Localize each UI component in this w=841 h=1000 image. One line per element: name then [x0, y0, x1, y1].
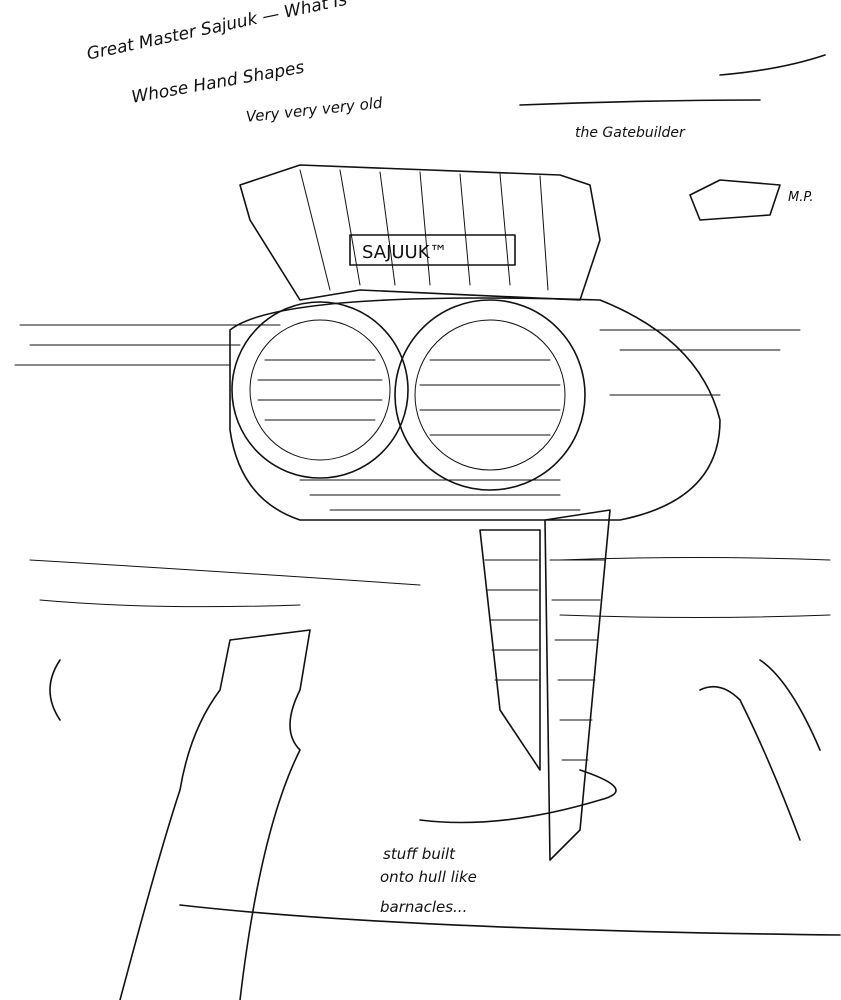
right-engine — [394, 299, 586, 491]
hull-label: SAJUUK™ — [362, 242, 448, 263]
left-engine — [231, 301, 409, 479]
hull-ribs — [299, 479, 581, 511]
distant-structure — [689, 179, 781, 221]
hull-body — [229, 297, 721, 521]
hand-left — [119, 629, 311, 1000]
lower-fin-right — [544, 509, 611, 861]
right-engine-inner — [414, 319, 566, 471]
subtitle-note: the Gatebuilder — [575, 125, 685, 141]
barnacles-note-line1: stuff built — [383, 845, 456, 863]
barnacles-note-line2: onto hull like — [380, 868, 477, 886]
fin-hatching — [484, 559, 606, 761]
speed-line — [14, 324, 801, 396]
signature: M.P. — [788, 190, 814, 205]
speed-line — [29, 557, 831, 618]
fin-ribs — [299, 169, 549, 291]
hand-right — [699, 659, 821, 841]
top-fin — [239, 164, 601, 301]
ground-line — [49, 659, 841, 936]
speed-line — [519, 54, 826, 106]
left-engine-inner — [249, 319, 391, 461]
barnacles-note-line3: barnacles... — [380, 898, 468, 916]
engine-hatching — [257, 359, 561, 436]
name-plate — [349, 234, 516, 266]
